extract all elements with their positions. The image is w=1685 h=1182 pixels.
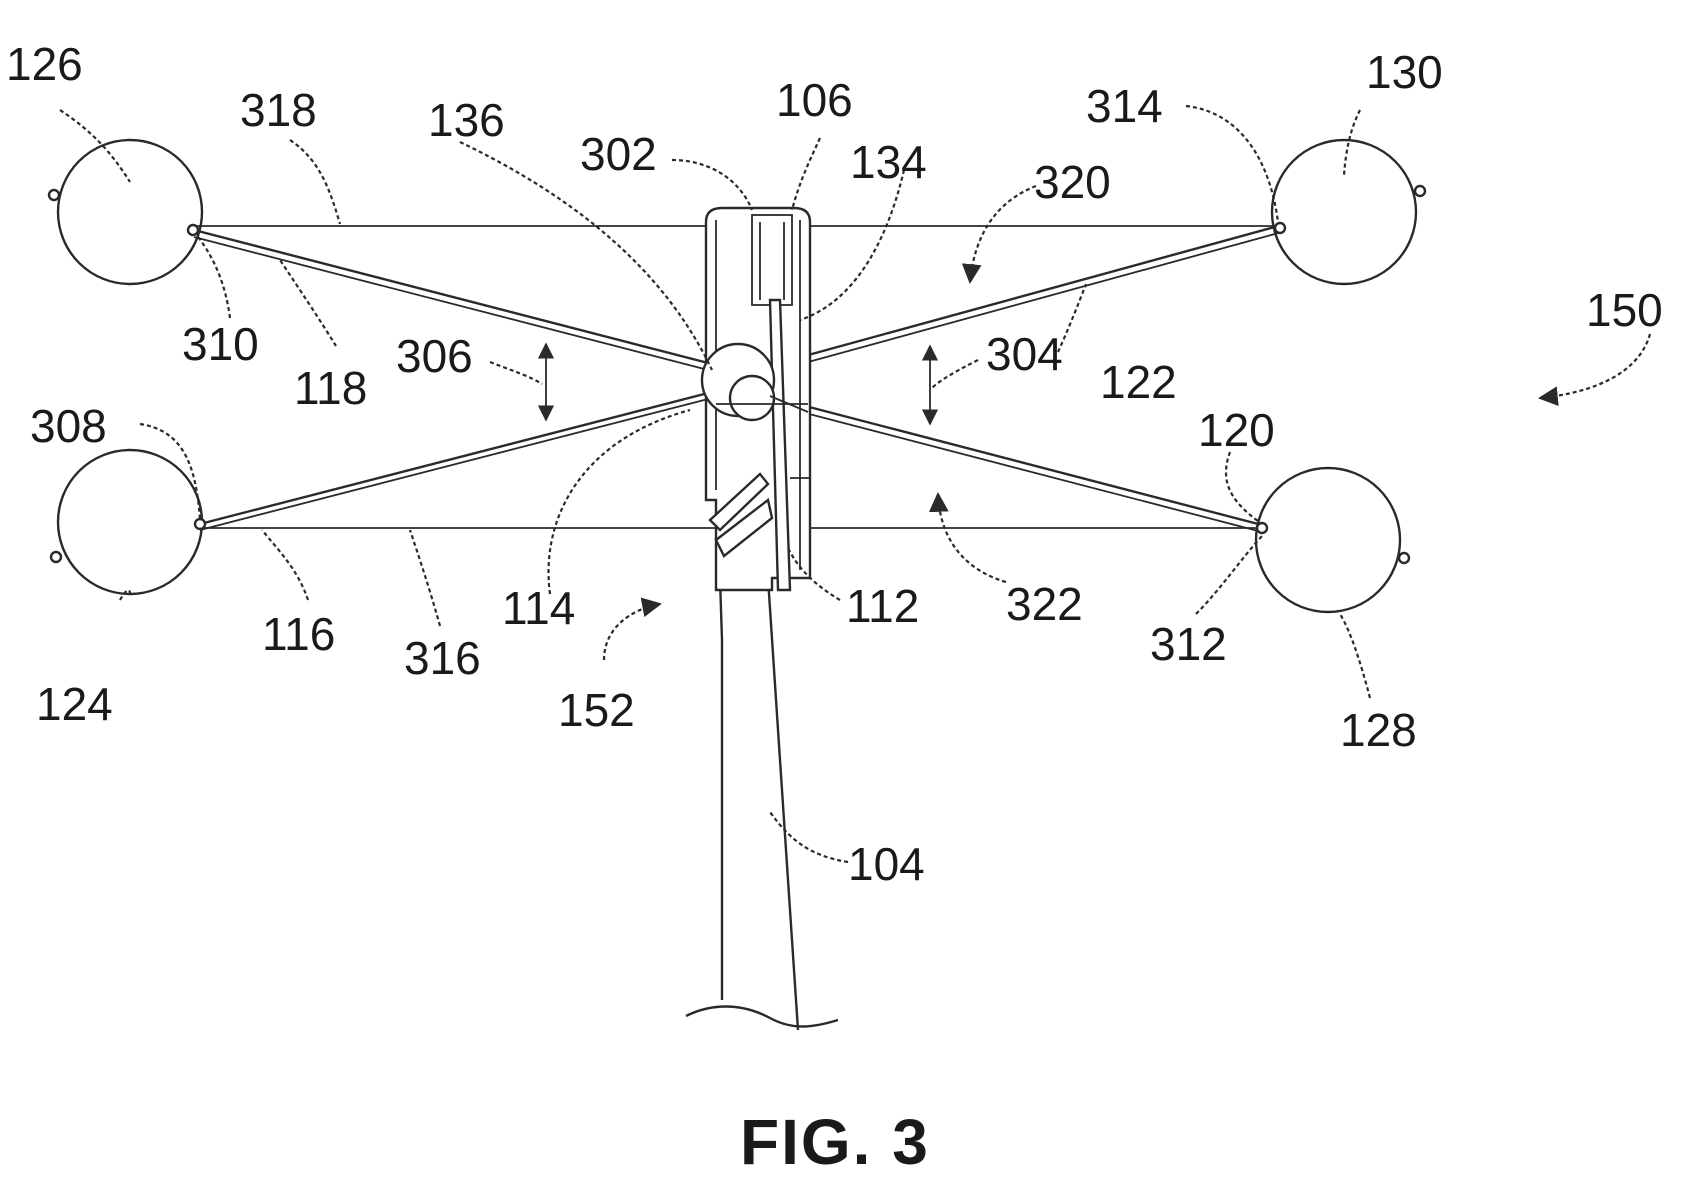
figure-caption: FIG. 3 bbox=[740, 1106, 930, 1178]
arrow-150 bbox=[1540, 334, 1650, 398]
label-116: 116 bbox=[262, 608, 335, 660]
joint-310 bbox=[188, 225, 198, 235]
arm-120 bbox=[790, 402, 1262, 532]
label-106: 106 bbox=[776, 74, 853, 126]
label-316: 316 bbox=[404, 632, 481, 684]
label-126: 126 bbox=[6, 38, 83, 90]
label-320: 320 bbox=[1034, 156, 1111, 208]
label-308: 308 bbox=[30, 400, 107, 452]
hub-114 bbox=[730, 376, 774, 420]
rotor-126 bbox=[49, 140, 202, 284]
label-118: 118 bbox=[294, 362, 367, 414]
label-152: 152 bbox=[558, 684, 635, 736]
label-306: 306 bbox=[396, 330, 473, 382]
label-304: 304 bbox=[986, 328, 1063, 380]
label-130: 130 bbox=[1366, 46, 1443, 98]
label-124: 124 bbox=[36, 678, 113, 730]
label-104: 104 bbox=[848, 838, 925, 890]
label-122: 122 bbox=[1100, 356, 1177, 408]
label-128: 128 bbox=[1340, 704, 1417, 756]
label-150: 150 bbox=[1586, 284, 1663, 336]
arrow-320 bbox=[970, 186, 1036, 282]
tower-104 bbox=[686, 518, 838, 1030]
label-120: 120 bbox=[1198, 404, 1275, 456]
rotor-128 bbox=[1256, 468, 1409, 612]
rotor-124 bbox=[51, 450, 202, 594]
label-112: 112 bbox=[846, 580, 919, 632]
arrow-152 bbox=[604, 604, 660, 660]
label-318: 318 bbox=[240, 84, 317, 136]
label-302: 302 bbox=[580, 128, 657, 180]
label-312: 312 bbox=[1150, 618, 1227, 670]
arm-116 bbox=[200, 392, 712, 530]
arrow-322 bbox=[938, 494, 1006, 582]
joint-312 bbox=[1257, 523, 1267, 533]
reference-labels: 126 318 136 302 106 134 320 314 130 150 … bbox=[6, 38, 1663, 890]
label-322: 322 bbox=[1006, 578, 1083, 630]
joint-314 bbox=[1275, 223, 1285, 233]
label-314: 314 bbox=[1086, 80, 1163, 132]
joint-308 bbox=[195, 519, 205, 529]
label-310: 310 bbox=[182, 318, 259, 370]
label-136: 136 bbox=[428, 94, 505, 146]
label-114: 114 bbox=[502, 582, 575, 634]
rotor-130 bbox=[1272, 140, 1425, 284]
label-134: 134 bbox=[850, 136, 927, 188]
